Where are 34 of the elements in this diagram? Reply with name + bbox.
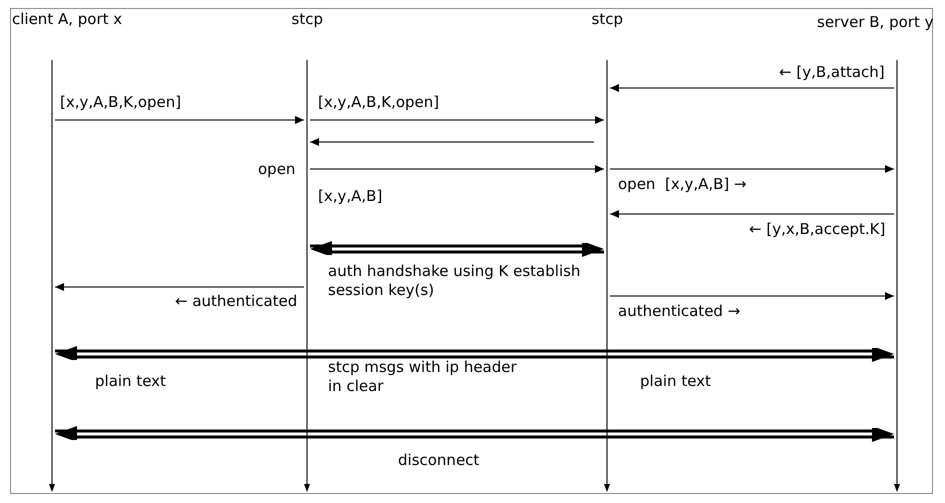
participant-label: server B, port y <box>817 13 934 32</box>
participant-label: client A, port x <box>12 10 122 29</box>
lifeline-arrow <box>304 60 310 492</box>
lifeline-arrow <box>894 60 900 492</box>
message-arrow <box>310 138 594 146</box>
message-arrow <box>54 283 304 291</box>
lifeline-arrow <box>604 60 610 492</box>
message-label: stcp msgs with ip header in clear <box>328 358 518 396</box>
message-label: ← authenticated <box>175 292 298 311</box>
message-arrow <box>310 116 604 124</box>
message-label: disconnect <box>398 451 480 470</box>
double-arrow <box>54 346 896 362</box>
message-arrow <box>610 165 894 173</box>
message-label: [x,y,A,B,K,open] <box>318 93 440 112</box>
message-label: open [x,y,A,B] → <box>618 175 747 194</box>
participant-label: stcp <box>292 10 323 29</box>
double-arrow <box>308 241 606 257</box>
lifeline-arrow <box>49 60 55 492</box>
message-label: authenticated → <box>618 302 740 321</box>
message-arrow <box>54 116 304 124</box>
message-label: ← [y,B,attach] <box>779 63 885 82</box>
message-label: auth handshake using K establish session key(s) <box>328 262 582 300</box>
message-arrow <box>610 292 894 300</box>
annotation-text: plain text <box>95 372 166 391</box>
message-label: [x,y,A,B] <box>318 187 382 206</box>
message-label: ← [y,x,B,accept.K] <box>749 220 886 239</box>
annotation-text: open <box>258 160 296 179</box>
message-arrow <box>610 210 894 218</box>
message-arrow <box>310 165 604 173</box>
annotation-text: plain text <box>640 372 711 391</box>
message-arrow <box>610 84 894 92</box>
participant-label: stcp <box>592 10 623 29</box>
double-arrow <box>54 426 896 442</box>
message-label: [x,y,A,B,K,open] <box>60 93 182 112</box>
